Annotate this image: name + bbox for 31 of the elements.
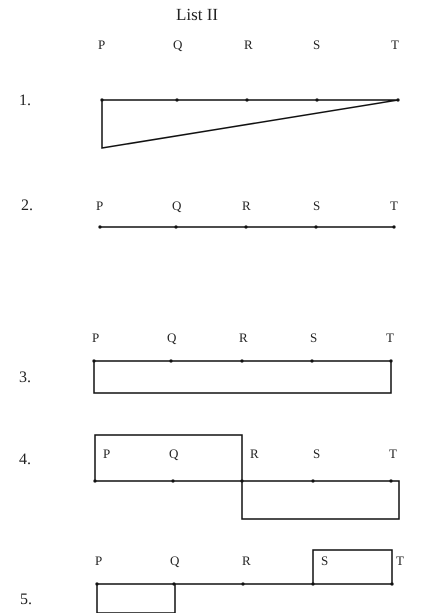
point-label: Q — [170, 554, 180, 567]
point-label: Q — [173, 38, 182, 51]
point-label: T — [386, 331, 394, 344]
point-label: R — [250, 447, 259, 460]
item-number: 5. — [20, 592, 32, 608]
point-label: Q — [167, 331, 176, 344]
point-label: P — [103, 447, 110, 460]
point-label: S — [313, 38, 320, 51]
item-number: 2. — [21, 198, 33, 214]
point-label: S — [321, 554, 328, 567]
point-label: P — [98, 38, 106, 51]
point-label: Q — [169, 447, 178, 460]
point-label: T — [389, 447, 397, 460]
point-label: P — [92, 331, 100, 344]
point-label: R — [242, 554, 251, 567]
point-label: R — [242, 199, 251, 212]
point-label: R — [244, 38, 253, 51]
point-label: T — [391, 38, 399, 51]
item-number: 4. — [19, 452, 31, 468]
point-label: T — [390, 199, 398, 212]
point-label: Q — [172, 199, 182, 212]
point-label: S — [313, 199, 320, 212]
point-label: T — [396, 554, 404, 567]
point-label: S — [313, 447, 320, 460]
point-label: S — [310, 331, 318, 344]
point-label: R — [239, 331, 248, 344]
point-label: P — [95, 554, 102, 567]
point-label: P — [96, 199, 104, 212]
title: List II — [176, 6, 218, 23]
item-number: 3. — [19, 370, 31, 386]
item-number: 1. — [19, 93, 31, 109]
